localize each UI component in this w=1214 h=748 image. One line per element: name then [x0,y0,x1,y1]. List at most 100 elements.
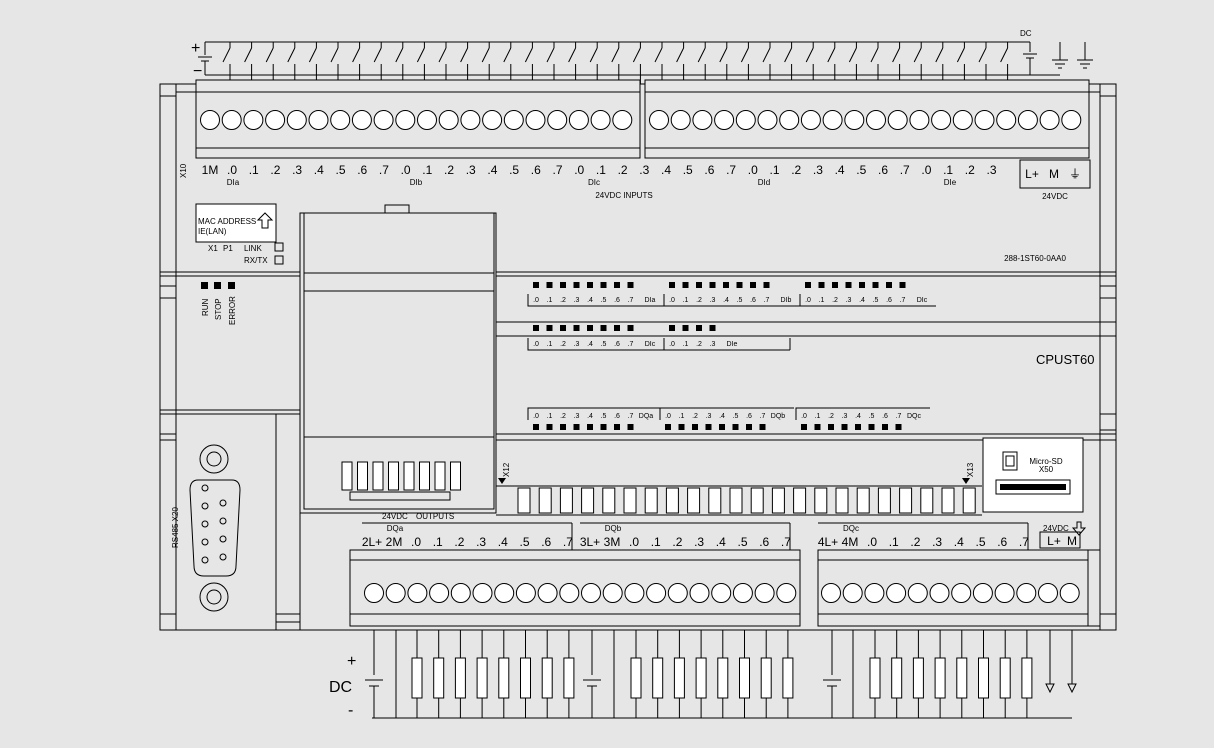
input-switches [222,42,1009,84]
db9-pin [219,553,227,561]
led-bit-label: .5 [601,297,607,304]
screw-terminal [308,110,329,130]
led-indicator [845,282,852,288]
input-terminal-label: .3 [466,163,476,177]
switch-contact [697,47,706,63]
screw-terminal [649,110,669,130]
led-indicator [560,424,566,430]
input-group-label: DIa [227,178,240,187]
input-terminal-label: .3 [986,163,996,177]
led-indicator [895,424,902,430]
switch-contact [568,47,577,63]
led-indicator [665,424,671,430]
bus-slot [856,487,870,514]
screw-terminal [385,583,406,603]
led-indicator [759,424,766,430]
screw-terminal [974,110,995,130]
output-terminal-label: 4L+ [818,535,838,549]
led-bit-label: .4 [855,413,861,420]
input-terminal-label: .4 [835,163,845,177]
switch-contact [935,47,944,63]
led-indicator [723,282,729,288]
led-strip-label: DIa [645,297,656,304]
led-bit-label: .1 [819,297,825,304]
led-bit-label: .0 [533,341,539,348]
outputs-caption: OUTPUTS [416,512,454,521]
led-strip-label: DQc [907,413,922,420]
screw-terminal [602,583,623,603]
bus-slot [623,487,637,514]
led-indicator [682,325,689,331]
output-terminal-label: .2 [454,535,464,549]
led-indicator [814,424,821,430]
load-resistor [498,657,510,699]
screw-terminal [472,583,493,603]
led-indicator [696,282,702,288]
screw-terminal [735,110,756,130]
led-bit-label: .2 [560,413,566,420]
led-indicator [678,424,685,430]
led-indicator [627,325,634,331]
bus-slot [771,487,785,514]
screw-terminal [265,110,286,130]
led-bit-label: .5 [601,413,607,420]
led-bit-label: .0 [533,297,539,304]
output-terminal-label: .1 [433,535,443,549]
output-terminal-label: .7 [781,535,791,549]
screw-terminal [779,110,800,130]
cover-slot [357,461,368,491]
led-bit-label: .0 [665,413,671,420]
load-resistor [411,657,423,699]
led-bit-label: .4 [587,413,593,420]
stop-label: STOP [214,298,223,320]
led-bit-label: .5 [601,341,607,348]
bus-slot [835,487,849,514]
bus-slot [899,487,913,514]
led-indicator [614,325,620,331]
led-indicator [818,282,825,288]
screw-terminal [395,110,416,130]
screw-terminal [330,110,351,130]
led-indicator [719,424,725,430]
led-indicator [832,282,838,288]
cover-slot [434,461,446,491]
led-bit-label: .1 [547,297,553,304]
switch-contact [460,47,469,63]
output-terminal-label: .0 [867,535,877,549]
input-terminal-labels: 1M.0.1.2.3.4.5.6.7.0.1.2.3.4.5.6.7.0.1.2… [202,163,997,177]
inputs-caption: 24VDC INPUTS [595,191,652,200]
load-resistor [739,657,750,699]
input-terminal-label: .2 [270,163,280,177]
load-resistor [433,657,445,699]
load-resistor [760,657,772,699]
bus-slot [581,487,595,514]
bus-slot [687,487,701,514]
switch-contact [719,47,728,63]
x12-arrow-icon [498,478,506,484]
switch-contact [632,47,641,63]
load-resistor [1021,657,1033,699]
led-bit-label: .1 [679,413,685,420]
led-bit-label: .1 [683,341,689,348]
screw-terminal [952,110,973,130]
output-terminal-label: 2M [386,535,403,549]
screw-terminal [243,110,264,130]
screw-terminal [821,583,841,603]
switch-contact [913,47,922,63]
bus-slot [559,487,573,514]
strip-bracket [795,407,930,420]
output-terminal-label: .1 [889,535,899,549]
screw-terminal [460,110,481,130]
input-terminal-label: .3 [639,163,649,177]
led-indicator [573,424,580,430]
led-bit-label: .0 [669,297,675,304]
screw-terminal [822,110,843,130]
led-bit-label: .4 [859,297,865,304]
output-terminal-label: 4M [842,535,859,549]
ie-lan-label: IE(LAN) [198,227,227,236]
led-indicator [692,424,698,430]
